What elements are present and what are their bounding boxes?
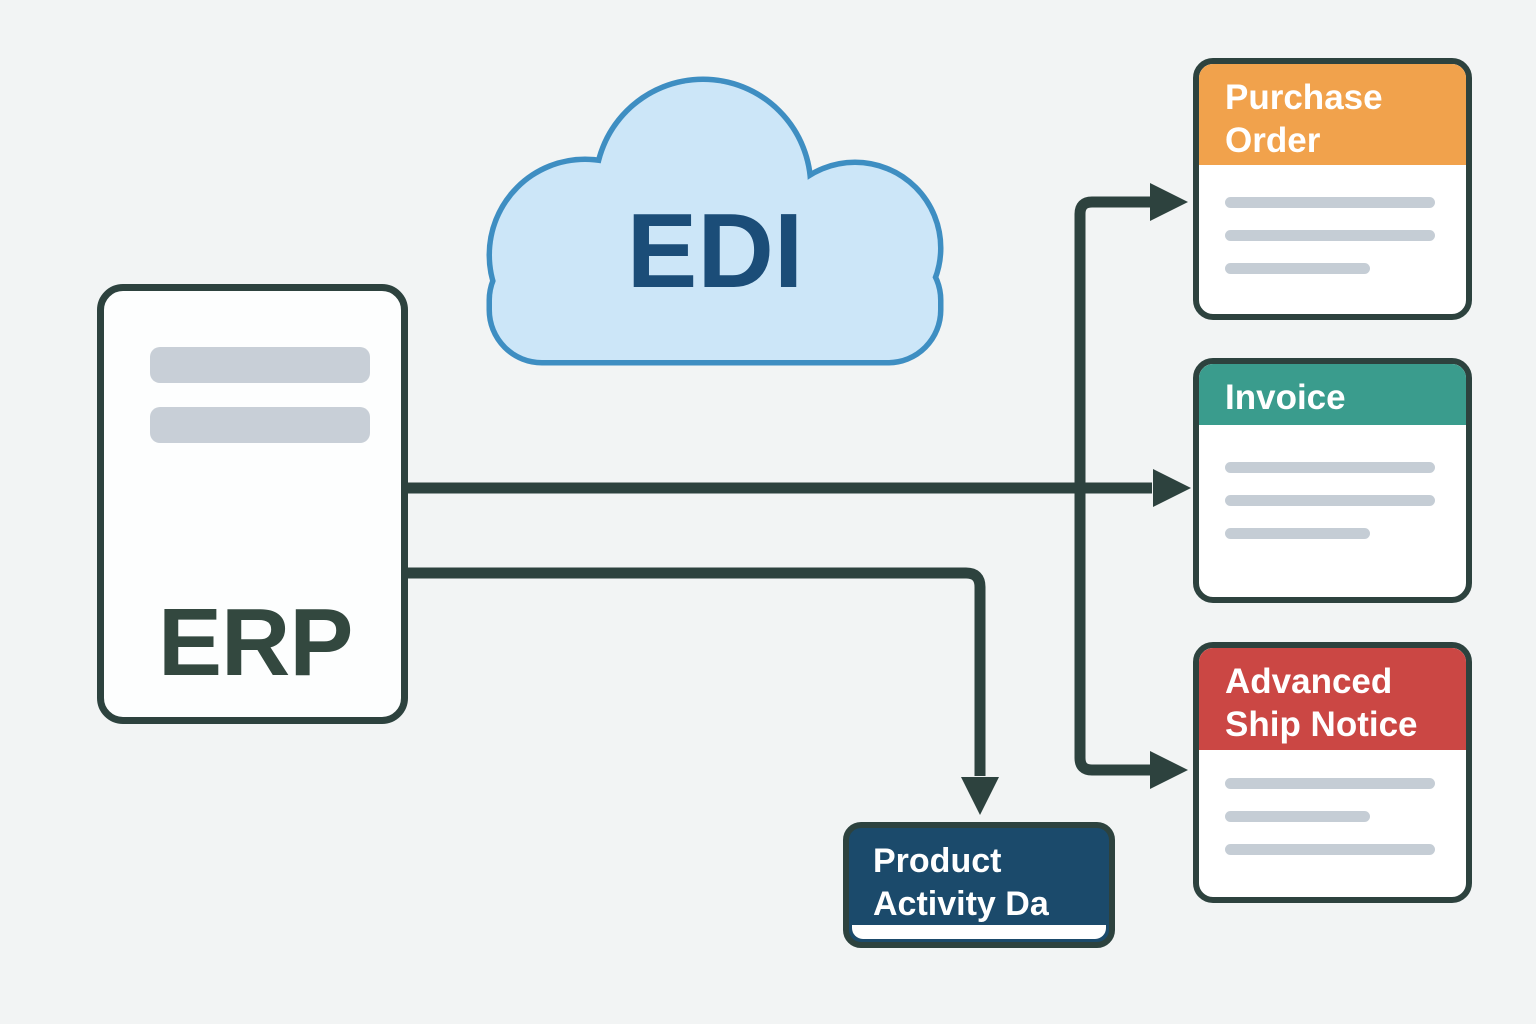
advanced-ship-notice-card: Advanced Ship Notice: [1193, 642, 1472, 903]
invoice-card: Invoice: [1193, 358, 1472, 603]
doc-placeholder-line: [1225, 844, 1435, 855]
edi-label: EDI: [626, 192, 804, 310]
arrow-erp-to-invoice: [404, 469, 1191, 507]
product-activity-label: Product Activity Da: [873, 842, 1049, 923]
invoice-header: Invoice: [1199, 364, 1466, 425]
erp-label: ERP: [158, 589, 353, 696]
advanced-ship-notice-body: [1199, 750, 1466, 855]
arrowhead-purchase-order: [1150, 183, 1188, 221]
doc-placeholder-line: [1225, 462, 1435, 473]
arrow-branch-purchase-order-ship-notice: [1074, 183, 1188, 789]
edi-cloud-shape: [486, 76, 944, 366]
doc-placeholder-line: [1225, 778, 1435, 789]
product-activity-box: Product Activity Da: [843, 822, 1115, 948]
arrow-erp-to-product-activity: [404, 567, 999, 815]
invoice-title: Invoice: [1225, 378, 1346, 417]
doc-placeholder-line: [1225, 263, 1370, 274]
arrowhead-ship-notice: [1150, 751, 1188, 789]
purchase-order-body: [1199, 165, 1466, 274]
purchase-order-card: Purchase Order: [1193, 58, 1472, 320]
advanced-ship-notice-header: Advanced Ship Notice: [1199, 648, 1466, 750]
doc-placeholder-line: [1225, 230, 1435, 241]
advanced-ship-notice-title: Advanced Ship Notice: [1225, 662, 1418, 744]
doc-placeholder-line: [1225, 811, 1370, 822]
arrowhead-product-activity: [961, 777, 999, 815]
invoice-body: [1199, 425, 1466, 539]
arrowhead-invoice: [1153, 469, 1191, 507]
purchase-order-title: Purchase Order: [1225, 78, 1383, 160]
doc-placeholder-line: [1225, 197, 1435, 208]
doc-placeholder-line: [1225, 495, 1435, 506]
erp-placeholder-line-2: [150, 407, 370, 443]
erp-placeholder-line-1: [150, 347, 370, 383]
erp-document-box: ERP: [97, 284, 408, 724]
purchase-order-header: Purchase Order: [1199, 64, 1466, 165]
doc-placeholder-line: [1225, 528, 1370, 539]
product-activity-footer-strip: [852, 925, 1106, 939]
